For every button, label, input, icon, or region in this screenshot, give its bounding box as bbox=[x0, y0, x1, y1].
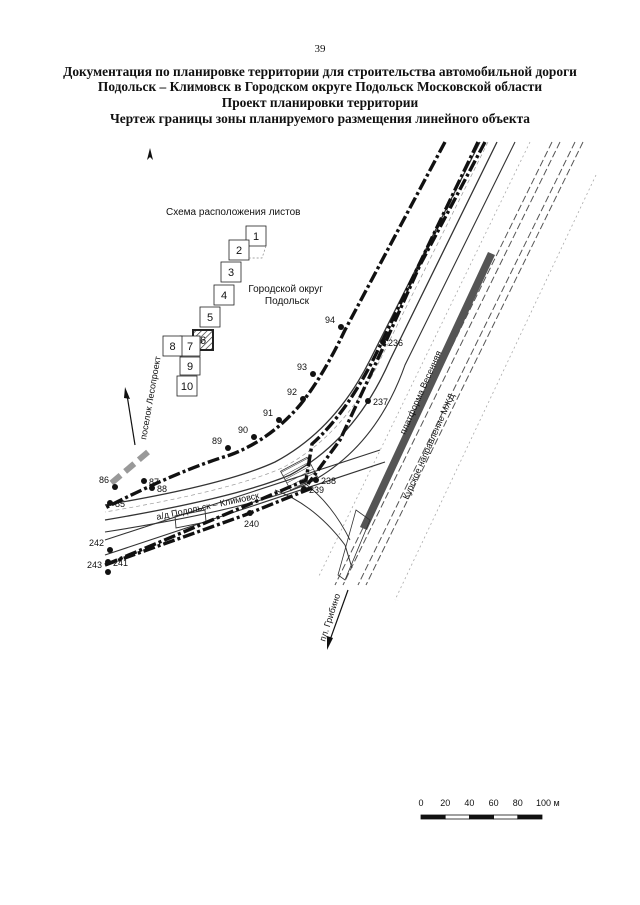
scale-segment bbox=[468, 814, 494, 820]
boundary-point-93 bbox=[310, 371, 316, 377]
document-title: Документация по планировке территории дл… bbox=[63, 64, 577, 79]
boundary-point-label: 237 bbox=[373, 397, 388, 407]
scale-segment bbox=[420, 814, 446, 820]
direction-gribovo: пл. Грибино bbox=[317, 589, 349, 650]
boundary-point-label: 88 bbox=[157, 484, 167, 494]
boundary-point-243 bbox=[105, 569, 111, 575]
boundary-point-label: 90 bbox=[238, 425, 248, 435]
scale-tick-labels: 0 20 40 60 80 100 м bbox=[418, 798, 559, 808]
drawing-title: Чертеж границы зоны планируемого размеще… bbox=[109, 111, 531, 126]
boundary-point-85 bbox=[107, 500, 113, 506]
sheet-number: 10 bbox=[181, 381, 193, 393]
boundary-point-91 bbox=[276, 417, 282, 423]
boundary-point-label: 94 bbox=[325, 315, 335, 325]
sheet-number: 2 bbox=[236, 245, 242, 257]
railway-tracks bbox=[317, 141, 597, 601]
boundary-point-90 bbox=[251, 434, 257, 440]
project-title: Проект планировки территории bbox=[221, 95, 419, 110]
boundary-point-238 bbox=[313, 477, 319, 483]
boundary-point-label: 93 bbox=[297, 362, 307, 372]
district-label-line1: Городской округ bbox=[248, 284, 323, 295]
scale-segment bbox=[517, 814, 543, 820]
access-path bbox=[106, 449, 150, 489]
boundary-point-87 bbox=[141, 478, 147, 484]
boundary-point-label: 238 bbox=[321, 476, 336, 486]
boundary-line-right bbox=[306, 141, 487, 485]
inset-title: Схема расположения листов bbox=[166, 207, 300, 218]
sheet-number: 6 bbox=[200, 335, 206, 347]
planned-zone-boundary bbox=[104, 141, 480, 567]
boundary-point-86 bbox=[112, 484, 118, 490]
sheet-box-10 bbox=[176, 375, 198, 397]
boundary-point-label: 240 bbox=[244, 519, 259, 529]
inset-connector bbox=[249, 245, 267, 259]
boundary-point-label: 87 bbox=[149, 477, 159, 487]
boundary-point-236 bbox=[380, 339, 386, 345]
sheet-box-1 bbox=[245, 225, 267, 247]
boundary-line-bottom bbox=[104, 486, 313, 567]
boundary-point-label: 243 bbox=[87, 560, 102, 570]
boundary-point-label: 89 bbox=[212, 436, 222, 446]
scale-tick-label: 0 bbox=[418, 798, 423, 808]
document-subtitle: Подольск – Климовск в Городском округе П… bbox=[97, 79, 543, 94]
boundary-point-89 bbox=[225, 445, 231, 451]
sheet-box-4 bbox=[213, 284, 235, 306]
boundary-points: 9493929190898887868523623723823924024124… bbox=[87, 315, 403, 575]
boundary-point-237 bbox=[365, 398, 371, 404]
sheet-box-8 bbox=[162, 335, 183, 357]
direction-settlement: поселок Лесопроект bbox=[124, 355, 163, 446]
boundary-point-88 bbox=[149, 485, 155, 491]
boundary-point-94 bbox=[338, 324, 344, 330]
boundary-point-label: 86 bbox=[99, 475, 109, 485]
sheet-number: 7 bbox=[187, 341, 193, 353]
scale-segment bbox=[444, 814, 470, 820]
sheet-box-2 bbox=[228, 239, 250, 261]
boundary-point-92 bbox=[300, 396, 306, 402]
sheet-number: 9 bbox=[187, 361, 193, 373]
sheet-number: 8 bbox=[169, 341, 175, 353]
scale-segments bbox=[420, 814, 543, 820]
arrow-down-icon bbox=[327, 636, 333, 650]
district-label: Городской округ Подольск bbox=[248, 284, 325, 307]
boundary-point-label: 85 bbox=[115, 499, 125, 509]
boundary-point-label: 239 bbox=[309, 485, 324, 495]
scale-segment bbox=[493, 814, 519, 820]
boundary-point-239 bbox=[301, 486, 307, 492]
boundary-point-label: 91 bbox=[263, 408, 273, 418]
scale-tick-label: 20 bbox=[440, 798, 450, 808]
sheet-box-5 bbox=[199, 306, 221, 328]
scale-tick-label: 80 bbox=[513, 798, 523, 808]
scale-tick-label: 40 bbox=[464, 798, 474, 808]
sheet-box-9 bbox=[179, 356, 201, 376]
scale-tick-label: 100 м bbox=[536, 798, 560, 808]
north-arrow-icon bbox=[147, 148, 153, 160]
sheet-number: 5 bbox=[207, 312, 213, 324]
boundary-point-label: 241 bbox=[113, 558, 128, 568]
boundary-point-label: 236 bbox=[388, 338, 403, 348]
scale-tick-label: 60 bbox=[489, 798, 499, 808]
sheet-number: 3 bbox=[228, 267, 234, 279]
sheet-number: 1 bbox=[253, 231, 259, 243]
boundary-point-240 bbox=[247, 510, 253, 516]
sheet-box-3 bbox=[220, 261, 242, 283]
railway-platform bbox=[337, 252, 495, 581]
boundary-point-label: 92 bbox=[287, 387, 297, 397]
boundary-point-241 bbox=[105, 559, 111, 565]
district-label-line2: Подольск bbox=[265, 296, 310, 307]
sheet-number: 4 bbox=[221, 290, 227, 302]
settlement-label: поселок Лесопроект bbox=[138, 355, 163, 440]
arrow-up-icon bbox=[124, 387, 130, 399]
scale-bar: 0 20 40 60 80 100 м bbox=[418, 798, 560, 820]
boundary-point-242 bbox=[107, 547, 113, 553]
boundary-point-label: 242 bbox=[89, 538, 104, 548]
page-number: 39 bbox=[314, 43, 326, 55]
